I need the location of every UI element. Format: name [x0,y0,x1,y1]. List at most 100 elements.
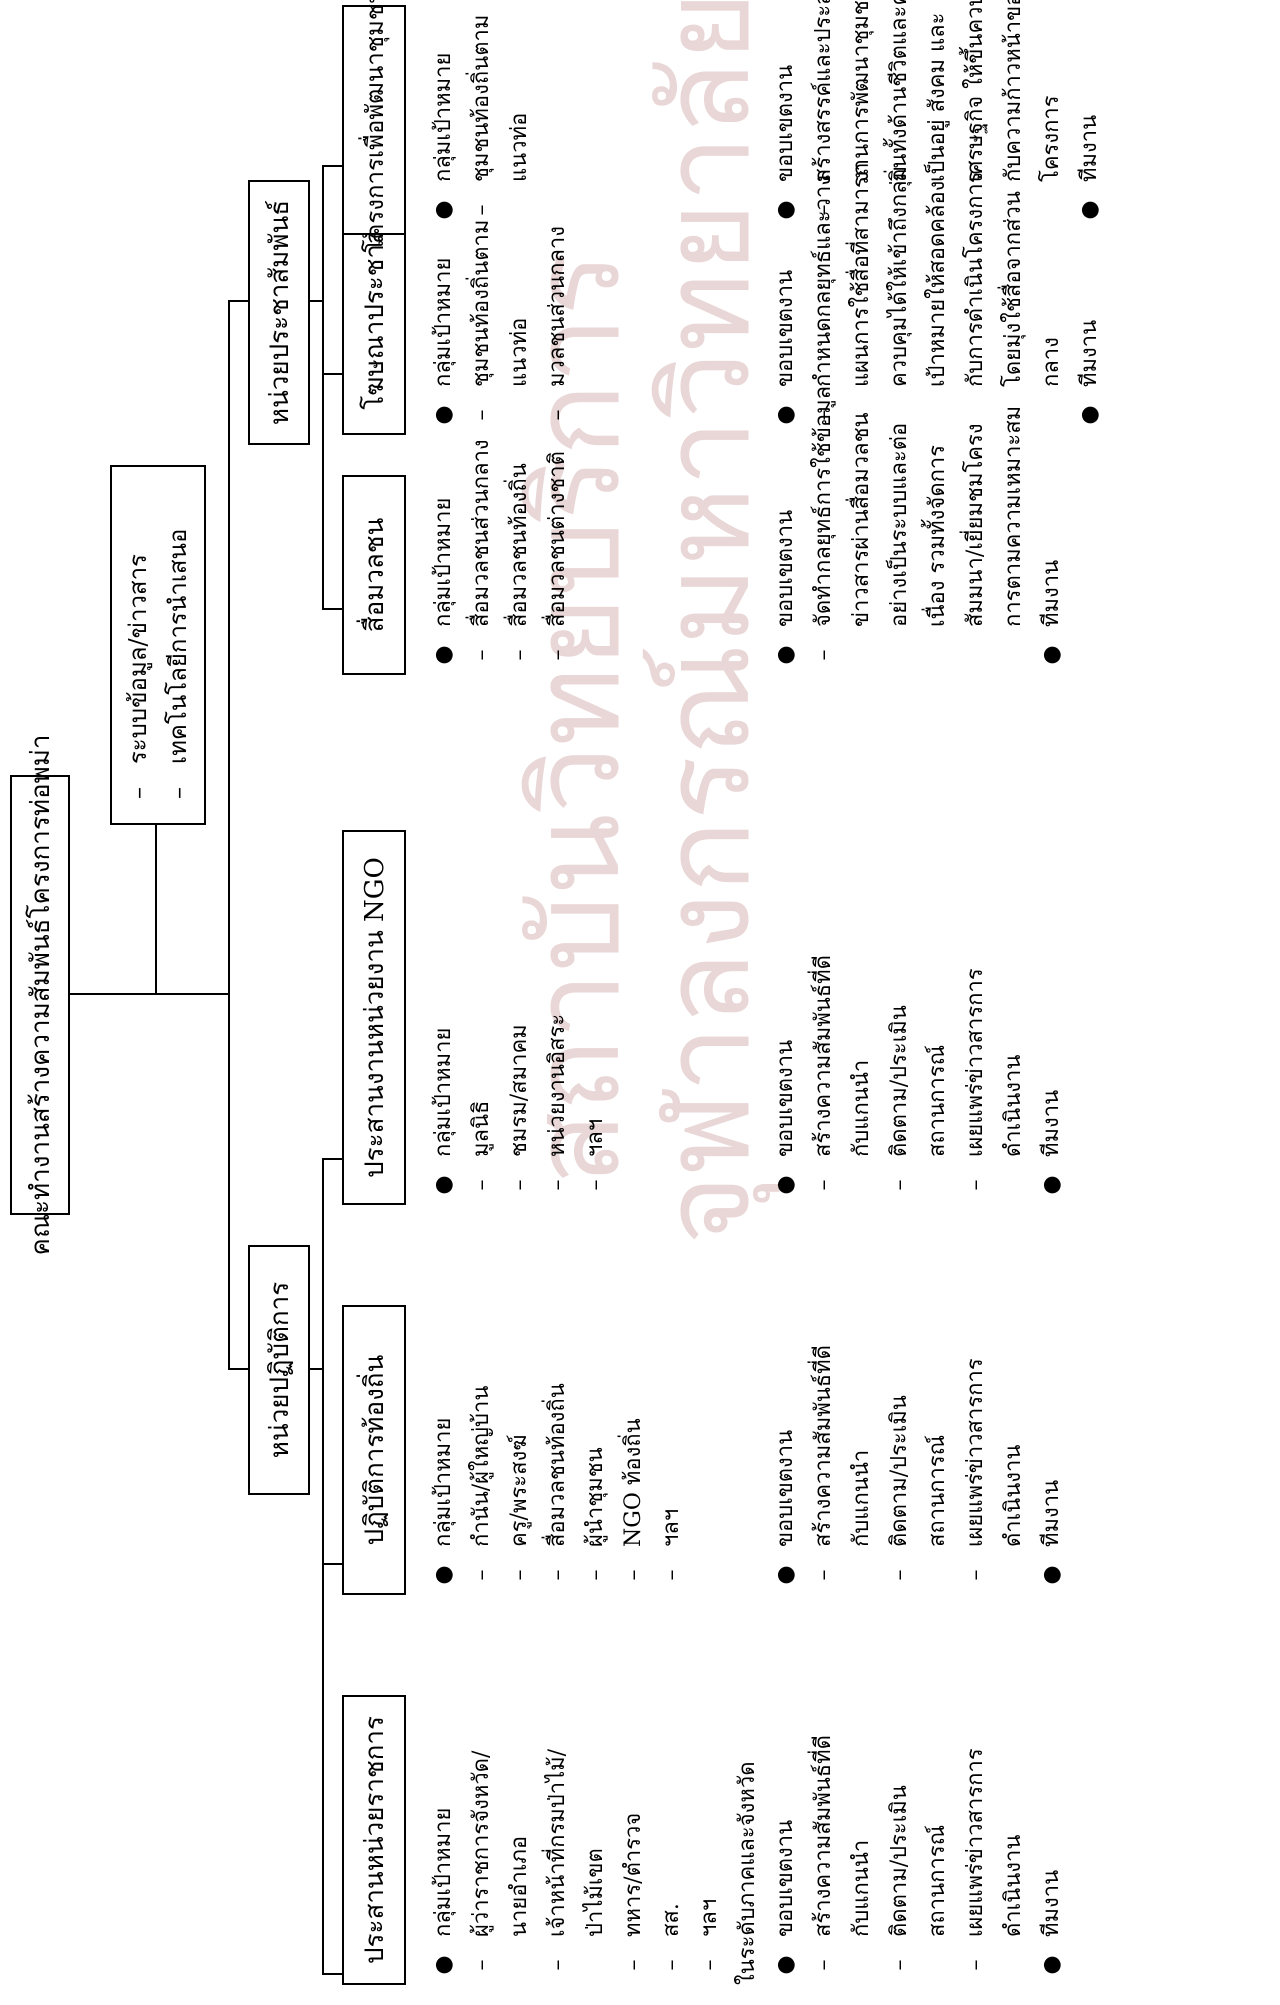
team-title-media: สื่อมวลชน [359,517,390,633]
team-box-government: ประสานหน่วยราชการ [342,1695,406,1985]
scope-text: กับแกนนำ [849,1449,874,1547]
scope-text: ติดตาม/ประเมิน [887,1005,912,1157]
scope-item: สถานการณ์ [919,1685,957,1985]
target-item: –เจ้าหน้าที่กรมป่าไม้/ [545,1748,570,1971]
scope-item: สถานการณ์ [919,905,957,1205]
target-item: –ผู้ว่าราชการจังหวัด/ [469,1750,494,1971]
scope-item: กับความก้าวหน้าของ [995,0,1033,230]
team-label: ทีมงาน [1039,1479,1064,1547]
scope-item: –เผยแพร่ข่าวสารการ [963,968,988,1191]
target-item: –ฯลฯ [583,1118,608,1191]
team-label: ทีมงาน [1039,559,1064,627]
target-text: นายอำเภอ [507,1835,532,1937]
target-item: แนวท่อ [501,5,539,230]
scope-text: เป็นอยู่ สังคม และ [925,12,950,182]
target-item: –หน่วยงานอิสระ [545,1013,570,1191]
info-item-2-text: เทคโนโลยีการนำเสนอ [164,528,192,765]
team-box-ngo: ประสานงานหน่วยงาน NGO [342,830,406,1205]
target-text: ฯลฯ [697,1898,722,1937]
scope-text: กับแกนนำ [849,1059,874,1157]
spacer [729,1295,767,1595]
target-text: ชมรม/สมาคม [507,1024,532,1157]
spacer [691,1295,729,1595]
team-box-media: สื่อมวลชน [342,475,406,675]
scope-text: กับความก้าวหน้าของ [1001,0,1026,182]
scope-label: ขอบเขตงาน [773,1819,798,1937]
scope-text: การตามความเหมาะสม [1001,405,1026,627]
team-label: ทีมงาน [1077,319,1102,387]
scope-item: –สร้างความสัมพันธ์ที่ดี [811,955,836,1191]
team-label-row: ●ทีมงาน [1039,1089,1064,1195]
connector-team-5 [322,373,342,375]
scope-label-row: ●ขอบเขตงาน [773,1819,798,1975]
team-title-local-operations: ปฏิบัติการท้องถิ่น [359,1354,390,1546]
spacer [653,905,691,1205]
target-text: สื่อมวลชนต่างชาติ [545,451,570,627]
team-box-local-operations: ปฏิบัติการท้องถิ่น [342,1305,406,1595]
info-item-1: – ระบบข้อมูล/ข่าวสาร [124,554,152,799]
unit-pr-label: หน่วยประชาสัมพันธ์ [264,199,295,426]
team-label-row: ●ทีมงาน [1039,1869,1064,1975]
spacer [539,5,577,230]
scope-item: งานการพัฒนาชุมชนท้อง [843,0,881,230]
spacer [691,5,729,230]
target-item: –ครู/พระสงฆ์ [507,1434,532,1581]
info-item-1-text: ระบบข้อมูล/ข่าวสาร [124,554,152,765]
scope-item: –ติดตาม/ประเมิน [887,1395,912,1581]
scope-item: เศรษฐกิจ ให้ขึ้นควบคู่ [957,0,995,230]
target-text: มวลชนส่วนกลาง [545,225,570,387]
unit-operations-box: หน่วยปฏิบัติการ [248,1245,310,1495]
target-text: สื่อมวลชนท้องถิ่น [545,1383,570,1547]
target-text: ครู/พระสงฆ์ [507,1434,532,1547]
connector-team-4 [322,608,342,610]
target-item: ในระดับภาคและจังหวัด [729,1685,767,1986]
unit-pr-box: หน่วยประชาสัมพันธ์ [248,180,310,445]
target-label: กลุ่มเป้าหมาย [431,497,456,627]
target-item: –ชมรม/สมาคม [507,1024,532,1191]
target-text: เจ้าหน้าที่กรมป่าไม้/ [545,1748,570,1937]
team-column-ngo: ●กลุ่มเป้าหมาย –มูลนิธิ –ชมรม/สมาคม –หน่… [425,905,1071,1205]
scope-text: สถานการณ์ [925,1824,950,1937]
target-text: กำนัน/ผู้ใหญ่บ้าน [469,1385,494,1547]
scope-label: ขอบเขตงาน [773,509,798,627]
target-text: ชุมชนท้องถิ่นตาม [469,219,494,387]
scope-item: กับแกนนำ [843,905,881,1205]
target-text: แนวท่อ [507,112,532,182]
connector-ops-bar [322,1160,324,1975]
scope-text: สถานการณ์ [925,1434,950,1547]
target-label-row: ●กลุ่มเป้าหมาย [431,1417,456,1585]
target-label: กลุ่มเป้าหมาย [431,1027,456,1157]
target-item: –มูลนิธิ [469,1100,494,1191]
team-title-community: โครงการเพื่อพัฒนาชุมชน [360,0,389,253]
target-label: กลุ่มเป้าหมาย [431,1807,456,1937]
target-text: สื่อมวลชนส่วนกลาง [469,439,494,627]
target-item: –กำนัน/ผู้ใหญ่บ้าน [469,1385,494,1581]
scope-text: เผยแพร่ข่าวสารการ [963,1358,988,1547]
target-item: –สื่อมวลชนท้องถิ่น [545,1383,570,1581]
scope-text: กับแกนนำ [849,1839,874,1937]
scope-label-row: ●ขอบเขตงาน [773,1429,798,1585]
scope-text: ถิ่นทั้งด้านชีวิตและความ [887,0,912,182]
scope-text: สร้างความสัมพันธ์ที่ดี [811,1345,836,1547]
spacer [615,5,653,230]
target-text: ป่าไม้เขต [583,1848,608,1937]
scope-text: ข่าวสารผ่านสื่อมวลชน [849,412,874,627]
scope-item: เป็นอยู่ สังคม และ [919,5,957,230]
scope-text: ดำเนินงาน [1001,1054,1026,1157]
connector-pr-down [228,300,248,302]
target-item: –NGO ท้องถิ่น [621,1418,646,1581]
scope-text: สร้างสรรค์และประสาน [811,0,836,182]
team-label-row: ●ทีมงาน [1077,114,1102,220]
connector-pr-bar [322,165,324,610]
target-text: ทหาร/ตำรวจ [621,1812,646,1937]
target-label: กลุ่มเป้าหมาย [431,52,456,182]
target-item: –สส. [659,1903,684,1971]
scope-item: ดำเนินงาน [995,905,1033,1205]
scope-text: สร้างความสัมพันธ์ที่ดี [811,1735,836,1937]
scope-label: ขอบเขตงาน [773,64,798,182]
scope-label: ขอบเขตงาน [773,269,798,387]
target-label: กลุ่มเป้าหมาย [431,1417,456,1547]
scope-text: เผยแพร่ข่าวสารการ [963,1748,988,1937]
target-text: ผู้นำชุมชน [583,1447,608,1547]
